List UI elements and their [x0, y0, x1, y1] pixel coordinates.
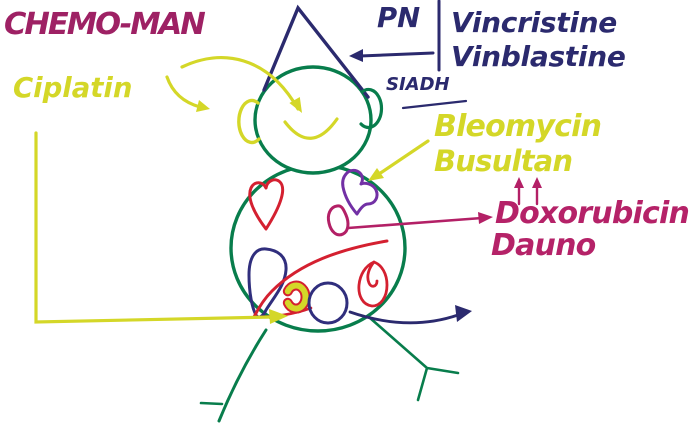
red-swoosh-upper	[252, 239, 389, 319]
left-foot	[199, 401, 224, 406]
label-pn: PN	[377, 2, 421, 34]
ciplatin-small-arrowhead	[196, 100, 210, 112]
ciplatin-arc-arrowhead	[289, 97, 302, 113]
blue-swoosh-arrowhead	[455, 305, 472, 322]
label-doxorubicin: Doxorubicin	[495, 196, 690, 231]
doxorubicin-arrow	[346, 216, 484, 230]
ciplatin-elbow-arrowhead	[269, 309, 288, 324]
label-siadh: SIADH	[386, 74, 450, 95]
pancreas-c-shape	[284, 282, 309, 312]
body-outline	[229, 163, 407, 333]
label-bleomycin: Bleomycin	[434, 109, 602, 144]
label-ciplatin: Ciplatin	[13, 72, 133, 104]
magenta-blob-shape	[326, 204, 350, 237]
left-leg	[217, 328, 268, 423]
doxorubicin-arrowhead	[478, 212, 493, 224]
ciplatin-elbow-arrow	[34, 131, 274, 324]
head-outline	[253, 65, 373, 175]
right-ear	[359, 87, 384, 130]
label-vinblastine: Vinblastine	[451, 40, 626, 73]
page-title: CHEMO-MAN	[4, 7, 206, 42]
label-busultan: Busultan	[434, 144, 573, 178]
hat-outline	[262, 4, 370, 99]
pn-arrowhead	[349, 49, 363, 62]
pn-arrow	[358, 51, 435, 58]
smile	[283, 117, 339, 140]
heart-shape	[248, 178, 285, 231]
ciplatin-arc-arrow	[180, 56, 300, 111]
ciplatin-small-arrow	[165, 75, 202, 109]
label-dauno: Dauno	[491, 228, 596, 263]
doxorubicin-up-arrowhead-2	[532, 177, 542, 188]
blue-swoosh-arrow	[348, 310, 460, 325]
doxorubicin-up-arrowhead-1	[514, 177, 524, 188]
left-ear	[237, 98, 261, 145]
right-leg	[368, 316, 460, 402]
bleomycin-arrowhead	[368, 168, 384, 181]
lungs-shape	[341, 168, 379, 216]
bleomycin-arrow	[374, 139, 430, 178]
label-vincristine: Vincristine	[451, 6, 617, 39]
kidney-shape	[357, 260, 389, 308]
siadh-pointer-line	[401, 99, 468, 110]
blue-circle-shape	[307, 281, 349, 325]
